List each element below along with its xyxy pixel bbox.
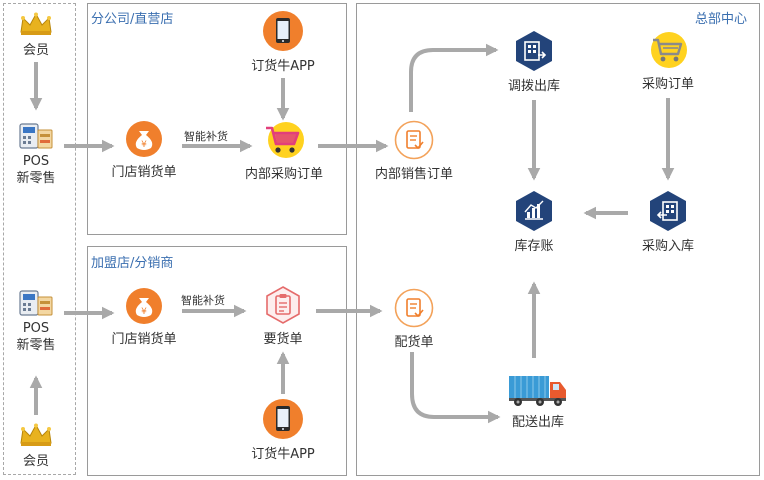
crown-icon: [20, 423, 52, 446]
pos-top-label-line1: POS: [22, 154, 50, 169]
shopping-cart-icon: [651, 32, 687, 68]
internal-sales-label: 内部销售订单: [374, 167, 453, 182]
node-internal-sales: 内部销售订单: [364, 120, 464, 182]
shopping-cart-icon: [266, 122, 304, 158]
node-distribution: 配货单: [382, 288, 446, 350]
hq-region-title: 总部中心: [694, 12, 747, 27]
node-member-top: 会员: [14, 12, 58, 58]
store-sales-top-label: 门店销货单: [111, 165, 177, 180]
node-store-sales-top: ¥ 门店销货单: [102, 120, 186, 180]
hq-region: 总部中心: [356, 3, 760, 476]
node-requisition: 要货单: [246, 285, 320, 347]
pos-terminal-icon: [19, 290, 53, 316]
left-channel-frame: [3, 3, 76, 475]
store-sales-bottom-label: 门店销货单: [111, 332, 177, 347]
clipboard-icon: [266, 286, 300, 324]
inventory-chart-icon: [516, 191, 552, 231]
app-top-label: 订货牛APP: [251, 59, 315, 74]
node-pos-bottom: POS 新零售: [8, 287, 64, 354]
transfer-out-label: 调拨出库: [507, 79, 560, 94]
purchase-order-label: 采购订单: [641, 77, 694, 92]
pos-terminal-icon: [19, 123, 53, 149]
svg-text:¥: ¥: [141, 140, 147, 150]
crown-icon: [20, 12, 52, 35]
svg-text:¥: ¥: [141, 307, 147, 317]
internal-purchase-label: 内部采购订单: [244, 167, 323, 182]
member-top-label: 会员: [22, 43, 49, 58]
delivery-truck-icon: [509, 376, 566, 406]
delivery-out-label: 配送出库: [511, 415, 564, 430]
purchase-in-label: 采购入库: [641, 239, 694, 254]
member-bottom-label: 会员: [22, 454, 49, 469]
franchise-region: 加盟店/分销商: [87, 246, 347, 476]
app-bottom-label: 订货牛APP: [251, 447, 315, 462]
branch-region: 分公司/直营店: [87, 3, 347, 235]
money-bag-icon: ¥: [126, 121, 162, 157]
node-pos-top: POS 新零售: [8, 120, 64, 187]
phone-app-icon: [263, 399, 303, 439]
edge-label-smart-replenish-top: 智能补货: [184, 130, 228, 143]
node-app-top: 订货牛APP: [240, 10, 326, 74]
requisition-label: 要货单: [263, 332, 303, 347]
franchise-region-title: 加盟店/分销商: [91, 256, 174, 271]
node-internal-purchase: 内部采购订单: [236, 120, 332, 182]
arrow-internal-sales-to-transfer-out: [409, 43, 499, 112]
order-document-icon: [394, 120, 434, 160]
node-purchase-order: 采购订单: [632, 30, 704, 92]
node-delivery-out: 配送出库: [500, 372, 576, 430]
branch-region-title: 分公司/直营店: [91, 12, 174, 27]
node-inventory-ledger: 库存账: [498, 190, 570, 254]
phone-app-icon: [263, 11, 303, 51]
node-app-bottom: 订货牛APP: [234, 398, 332, 462]
pos-top-label-line2: 新零售: [16, 171, 56, 186]
arrow-distribution-to-delivery-out: [410, 352, 501, 424]
order-document-icon: [394, 288, 434, 328]
money-bag-icon: ¥: [126, 288, 162, 324]
node-store-sales-bottom: ¥ 门店销货单: [102, 287, 186, 347]
pos-bottom-label-line2: 新零售: [16, 338, 56, 353]
node-transfer-out: 调拨出库: [498, 30, 570, 94]
node-purchase-in: 采购入库: [632, 190, 704, 254]
warehouse-inbound-icon: [650, 191, 686, 231]
node-member-bottom: 会员: [14, 423, 58, 469]
warehouse-transfer-icon: [516, 31, 552, 71]
inventory-ledger-label: 库存账: [514, 239, 554, 254]
pos-bottom-label-line1: POS: [22, 321, 50, 336]
edge-label-smart-replenish-bottom: 智能补货: [181, 294, 225, 307]
distribution-label: 配货单: [394, 335, 434, 350]
